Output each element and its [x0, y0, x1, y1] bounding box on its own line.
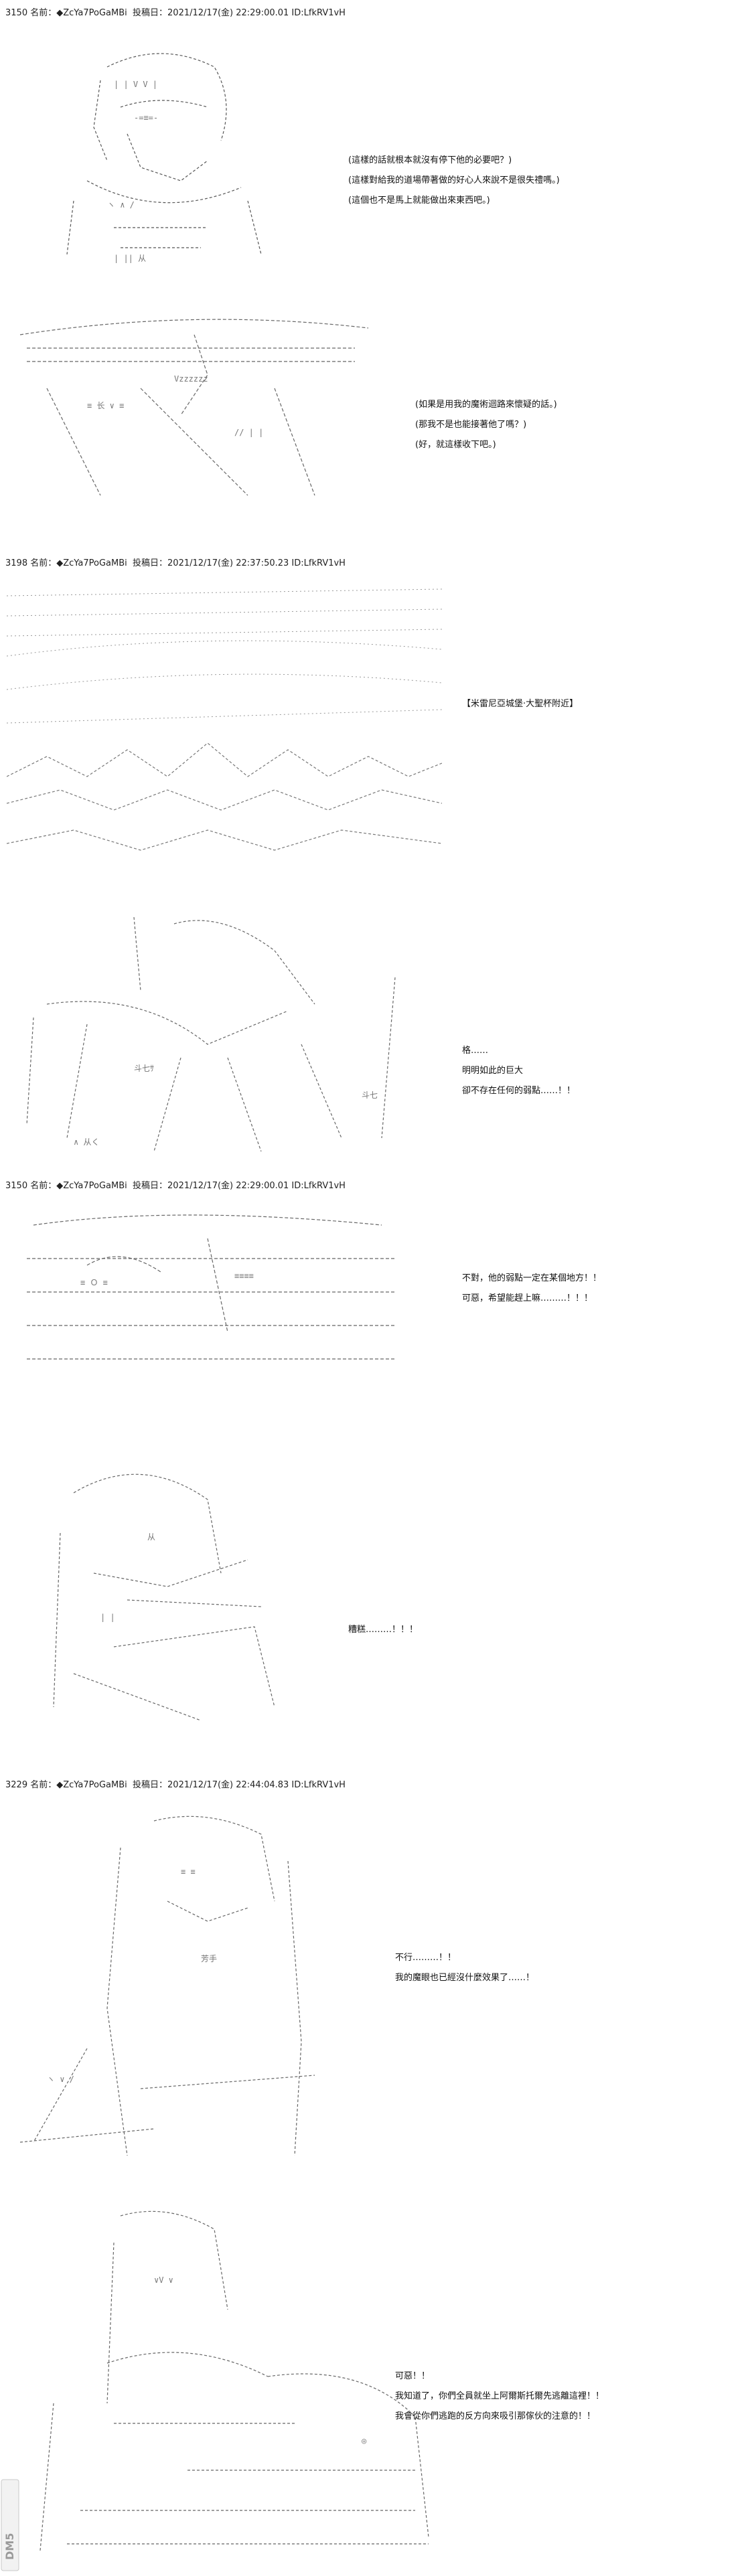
svg-text:≡ ≡: ≡ ≡ — [181, 1867, 196, 1876]
dialogue-line: (這樣對給我的道場帶著做的好心人來說不是很失禮嗎。) — [348, 175, 560, 185]
dialogue-line: 不行………！！ — [395, 1953, 457, 1963]
ascii-art-figure-with-vehicle: ∨V ∨ ◎ — [40, 2210, 429, 2551]
svg-text:≡≡≡≡: ≡≡≡≡ — [234, 1271, 254, 1281]
dialogue-line: 我的魔眼也已經沒什麼效果了……！ — [395, 1973, 535, 1983]
post-header-1: 3150 名前：◆ZcYa7PoGaMBi ￼ 投稿日：2021/12/17(金… — [5, 8, 346, 18]
dialogue-block-4: 不對，他的弱點一定在某個地方！！ 可惡，希望能趕上嘛………！！！ — [462, 1269, 601, 1309]
dialogue-line: (這樣的話就根本就沒有停下他的必要吧？) — [348, 155, 512, 165]
svg-text:DM5: DM5 — [3, 2533, 16, 2560]
svg-text:Vzzzzzz: Vzzzzzz — [174, 374, 208, 384]
svg-text:从: 从 — [147, 1532, 155, 1542]
ascii-art-landscape — [7, 588, 442, 851]
svg-text:∧ 从く: ∧ 从く — [74, 1137, 99, 1147]
dialogue-line: 糟糕………！！！ — [348, 1625, 419, 1635]
dialogue-line: 格…… — [462, 1046, 489, 1056]
dialogue-line: 可惡！！ — [395, 2371, 431, 2381]
ascii-art-panel-8: ∨V ∨ ◎ — [13, 2202, 442, 2564]
svg-text:| || 从: | || 从 — [114, 254, 146, 263]
dialogue-line: (那我不是也能接著他了嗎？) — [415, 420, 527, 430]
ascii-art-figure-closeup: ≡ Ｏ ≡ ≡≡≡≡ — [27, 1214, 395, 1360]
dialogue-block-2: (如果是用我的魔術迴路來懷疑的話。) (那我不是也能接著他了嗎？) (好，就這樣… — [415, 395, 557, 455]
ascii-art-panel-1: | | V V | -=≡=- ヽ ∧ / | || 从 — [7, 27, 355, 268]
ascii-art-figure-holding-object: Vzzzzzz ≡ 长 ∨ ≡ // | | — [19, 319, 369, 496]
svg-text:-=≡=-: -=≡=- — [134, 113, 158, 123]
ascii-art-panel-3 — [7, 576, 442, 877]
post-header-4: 3229 名前：◆ZcYa7PoGaMBi ￼ 投稿日：2021/12/17(金… — [5, 1780, 346, 1790]
dialogue-line: 明明如此的巨大 — [462, 1066, 524, 1076]
ascii-art-panel-2: Vzzzzzz ≡ 长 ∨ ≡ // | | — [7, 295, 382, 509]
ascii-art-figure-boy: | | V V | -=≡=- ヽ ∧ / | || 从 — [66, 53, 262, 263]
svg-text:ヽ ∧ /: ヽ ∧ / — [107, 200, 135, 210]
dialogue-line: (如果是用我的魔術迴路來懷疑的話。) — [415, 400, 557, 410]
svg-text:| | V V |: | | V V | — [114, 80, 157, 89]
dialogue-line: (好，就這樣收下吧。) — [415, 440, 496, 450]
dialogue-line: (這個也不是馬上就能做出來東西吧。) — [348, 195, 490, 206]
dialogue-block-5: 糟糕………！！！ — [348, 1620, 418, 1640]
ascii-art-panel-7: 芳手 ≡ ≡ ヽ ∨ / — [7, 1807, 355, 2169]
ascii-art-panel-6: 从 | | — [33, 1453, 288, 1734]
svg-text:≡ 长 ∨ ≡: ≡ 长 ∨ ≡ — [87, 401, 124, 410]
svg-text:ヽ ∨ /: ヽ ∨ / — [47, 2075, 74, 2084]
ascii-art-panel-5: ≡ Ｏ ≡ ≡≡≡≡ — [7, 1198, 415, 1392]
scene-caption: 【米雷尼亞城堡·大聖杯附近】 — [462, 699, 579, 709]
svg-text:≡ Ｏ ≡: ≡ Ｏ ≡ — [80, 1278, 108, 1287]
site-watermark-logo: DM5 — [0, 2473, 20, 2573]
svg-text:◎: ◎ — [362, 2436, 366, 2445]
dialogue-line: 我會從你們逃跑的反方向來吸引那傢伙的注意的！！ — [395, 2411, 596, 2421]
dialogue-block-1: (這樣的話就根本就沒有停下他的必要吧？) (這樣對給我的道場帶著做的好心人來說不… — [348, 151, 560, 211]
dialogue-line: 卻不存在任何的弱點……！！ — [462, 1086, 576, 1096]
svg-text:斗七: 斗七 — [362, 1091, 378, 1100]
dialogue-line: 可惡，希望能趕上嘛………！！！ — [462, 1293, 593, 1303]
svg-text:芳手: 芳手 — [201, 1954, 217, 1963]
svg-text:| |: | | — [100, 1613, 115, 1622]
post-header-3: 3150 名前：◆ZcYa7PoGaMBi ￼ 投稿日：2021/12/17(金… — [5, 1181, 346, 1191]
ascii-art-figure-profile: 从 | | — [53, 1473, 275, 1721]
dialogue-block-3: 格…… 明明如此的巨大 卻不存在任何的弱點……！！ — [462, 1041, 575, 1101]
dialogue-line: 我知道了，你們全員就坐上阿爾斯托爾先逃離這裡！！ — [395, 2391, 605, 2401]
ascii-art-panel-4: 斗七ｻ 斗七 ∧ 从く — [7, 910, 429, 1165]
dialogue-line: 不對，他的弱點一定在某個地方！！ — [462, 1273, 602, 1283]
ascii-art-figure-long-hair: 芳手 ≡ ≡ ヽ ∨ / — [19, 1816, 315, 2156]
svg-text:斗七ｻ: 斗七ｻ — [134, 1064, 154, 1073]
svg-text:// | |: // | | — [234, 428, 263, 437]
dialogue-block-6: 不行………！！ 我的魔眼也已經沒什麼效果了……！ — [395, 1948, 534, 1988]
ascii-art-giant-creature: 斗七ｻ 斗七 ∧ 从く — [26, 916, 396, 1152]
post-header-2: 3198 名前：◆ZcYa7PoGaMBi ￼ 投稿日：2021/12/17(金… — [5, 558, 346, 568]
svg-text:∨V ∨: ∨V ∨ — [154, 2275, 173, 2285]
dialogue-block-7: 可惡！！ 我知道了，你們全員就坐上阿爾斯托爾先逃離這裡！！ 我會從你們逃跑的反方… — [395, 2366, 604, 2427]
